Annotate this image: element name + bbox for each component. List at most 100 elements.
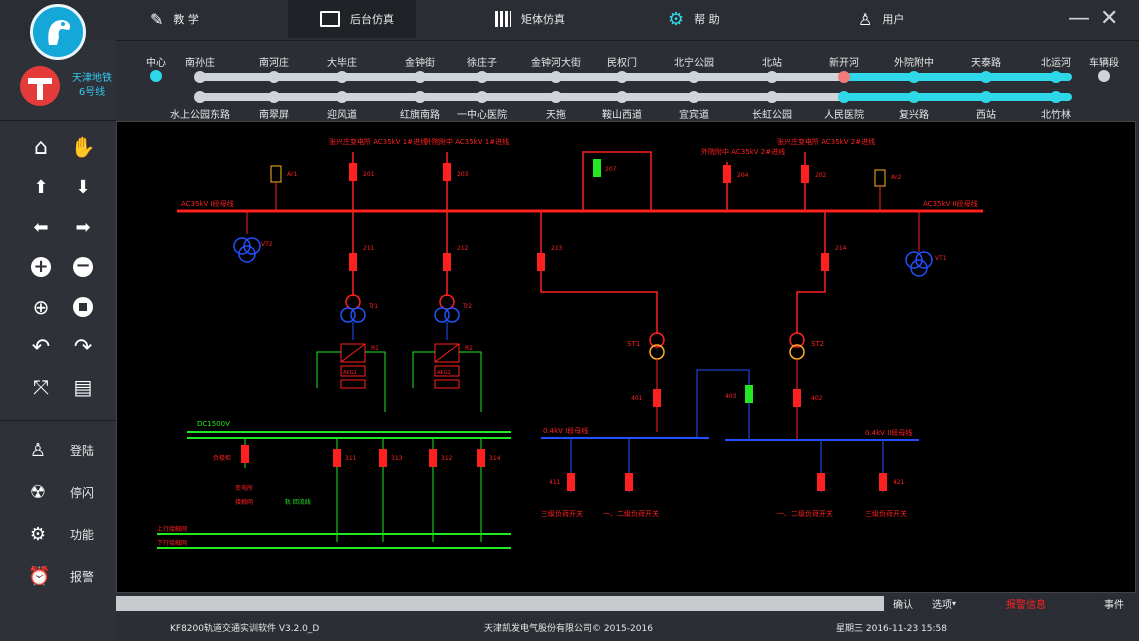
nav-user[interactable]: ♙ 用户 [858, 0, 948, 38]
station-top-dot[interactable] [550, 71, 562, 83]
station-top-dot[interactable] [980, 71, 992, 83]
bay-211[interactable]: 211 [349, 211, 375, 296]
station-top-dot[interactable] [616, 71, 628, 83]
station-top-label: 南河庄 [259, 58, 289, 69]
station-top-dot[interactable] [414, 71, 426, 83]
bus-tie-207[interactable]: 207 [582, 151, 652, 211]
station-bottom-dot[interactable] [414, 91, 426, 103]
station-top-dot[interactable] [476, 71, 488, 83]
menu-stop-flash[interactable]: ☢ 停闪 [28, 482, 94, 503]
zoom-out-icon[interactable]: − [72, 256, 94, 278]
svg-text:202: 202 [815, 172, 827, 179]
station-bottom-dot[interactable] [268, 91, 280, 103]
menu-function[interactable]: ⚙ 功能 [28, 524, 94, 545]
station-bottom-dot[interactable] [336, 91, 348, 103]
nav-backend-sim[interactable]: 后台仿真 [288, 0, 416, 38]
station-bottom-label: 西站 [976, 110, 996, 121]
minimize-icon[interactable]: — [1068, 6, 1090, 31]
home-icon[interactable]: ⌂ [34, 134, 48, 160]
arrester-2-label: Ar2 [891, 174, 902, 181]
menu-alarm[interactable]: ⏰ 报警 [28, 566, 94, 587]
close-icon[interactable]: ✕ [1100, 6, 1119, 31]
station-bottom-dot[interactable] [688, 91, 700, 103]
copyright: 天津凯发电气股份有限公司© 2015-2016 [484, 624, 653, 634]
dc-bus-label: DC1500V [197, 420, 230, 428]
station-top-dot[interactable] [908, 71, 920, 83]
stop-icon[interactable] [72, 296, 94, 318]
station-top-dot[interactable] [688, 71, 700, 83]
bus-ac-ii-label: AC35kV II段母线 [923, 199, 978, 208]
redo-icon[interactable]: ↷ [73, 334, 93, 360]
station-bottom-dot[interactable] [616, 91, 628, 103]
vt-left-label: VT2 [261, 241, 273, 248]
undo-icon[interactable]: ↶ [31, 334, 51, 360]
station-top-dot[interactable] [838, 71, 850, 83]
station-bottom-dot[interactable] [1050, 91, 1062, 103]
fullscreen-icon[interactable]: ⤧ [33, 375, 49, 399]
sub-grid-label: 接触网 [235, 498, 253, 506]
track-bottom-pending [198, 93, 846, 101]
nav-help[interactable]: ⚙ 帮 助 [668, 0, 768, 38]
station-top-dot[interactable] [1050, 71, 1062, 83]
globe-icon[interactable]: ⊕ [32, 295, 50, 319]
feeder-204[interactable]: 外院附中 AC35kV 2#进线 204 [701, 147, 785, 211]
st1-label: ST1 [627, 340, 640, 348]
nav-matrix-sim[interactable]: 矩体仿真 [495, 0, 605, 38]
station-bottom-label: 鞍山西道 [602, 110, 642, 121]
station-bottom-label: 一中心医院 [457, 110, 507, 121]
station-bottom-dot[interactable] [194, 91, 206, 103]
station-top-dot[interactable] [194, 71, 206, 83]
arrow-down-icon[interactable]: ⬇ [75, 176, 91, 198]
events-button[interactable]: 事件 [1092, 596, 1136, 611]
bay-214[interactable]: 214 [796, 211, 847, 334]
lv-tie-403[interactable]: 403 [696, 369, 753, 440]
confirm-button[interactable]: 确认 [886, 596, 920, 611]
station-bottom-dot[interactable] [550, 91, 562, 103]
datetime: 星期三 2016-11-23 15:58 [836, 624, 947, 634]
station-center-dot[interactable] [150, 70, 162, 82]
vt-right-label: VT1 [935, 255, 947, 262]
feeder-202[interactable]: 张兴庄变电所 AC35kV 2#进线 202 [777, 137, 875, 211]
station-bottom-label: 长虹公园 [752, 110, 792, 121]
bay-212[interactable]: 212 [443, 211, 469, 296]
feeder-203[interactable]: 外院附中 AC35kV 1#进线 203 [425, 137, 509, 211]
station-bottom-dot[interactable] [476, 91, 488, 103]
menu-login[interactable]: ♙ 登陆 [28, 440, 94, 461]
inv-2-label: AKG2 [437, 370, 451, 376]
station-top-dot[interactable] [268, 71, 280, 83]
zoom-in-icon[interactable]: + [30, 256, 52, 278]
station-depot-dot[interactable] [1098, 70, 1110, 82]
bay-213[interactable]: 213 [537, 211, 658, 334]
station-bottom-label: 红旗南路 [400, 110, 440, 121]
nav-teach-label: 教 学 [173, 13, 199, 26]
arrow-right-icon[interactable]: ➡ [75, 216, 91, 238]
feeder-201[interactable]: 张兴庄变电所 AC35kV 1#进线 201 [329, 137, 427, 211]
alarm-info-button[interactable]: 报警信息 [968, 596, 1084, 611]
inv-1-label: AKG1 [343, 370, 357, 376]
svg-text:401: 401 [631, 395, 643, 402]
station-bottom-dot[interactable] [766, 91, 778, 103]
transformer-tr2: Tr2 [434, 294, 472, 340]
arrow-left-icon[interactable]: ⬅ [33, 216, 49, 238]
film-icon[interactable]: ▤ [73, 375, 93, 399]
nav-teach[interactable]: ✎ 教 学 [150, 0, 260, 38]
station-top-label: 外院附中 [894, 58, 934, 69]
station-bottom-dot[interactable] [838, 91, 850, 103]
options-dropdown[interactable]: 选项▾ [922, 596, 966, 611]
lv-bus-i-label: 0.4kV I段母线 [543, 426, 588, 435]
station-top-dot[interactable] [336, 71, 348, 83]
station-bottom-dot[interactable] [908, 91, 920, 103]
svg-text:311: 311 [345, 455, 357, 462]
lv-loads[interactable]: 411 421 三级负荷开关 一、二级负荷开关 一、二级负荷开关 三级负荷开关 [541, 438, 907, 518]
dc-feeders[interactable]: 311 313 312 314 [333, 438, 501, 542]
svg-text:313: 313 [391, 455, 403, 462]
svg-text:411: 411 [549, 479, 561, 486]
arrow-up-icon[interactable]: ⬆ [33, 176, 49, 198]
station-bottom-dot[interactable] [980, 91, 992, 103]
station-top-label: 大毕庄 [327, 58, 357, 69]
station-top-dot[interactable] [766, 71, 778, 83]
station-top-label: 民权门 [607, 58, 637, 69]
pencil-icon: ✎ [150, 9, 164, 29]
alarm-progress-bar [116, 596, 884, 611]
hand-pan-icon[interactable]: ✋ [70, 135, 96, 159]
